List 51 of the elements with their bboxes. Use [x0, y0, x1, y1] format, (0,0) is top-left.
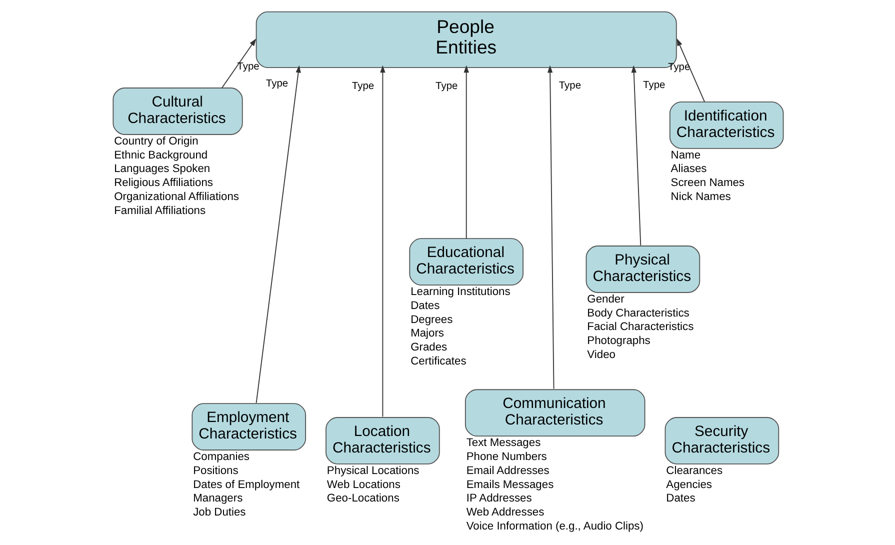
node-label: Dates — [666, 492, 695, 505]
node-label: Country of Origin — [114, 135, 198, 148]
node-label: Facial Characteristics — [586, 321, 694, 334]
arrow — [221, 38, 256, 88]
node-label: Clearances — [666, 464, 722, 477]
arrow — [463, 65, 468, 240]
node-label: Video — [586, 349, 615, 362]
node-label: Managers — [192, 492, 242, 505]
node-label: Degrees — [410, 314, 452, 326]
node-label: Nick Names — [670, 191, 730, 204]
node-label: Web Addresses — [466, 506, 544, 519]
node-label: Languages Spoken — [114, 163, 210, 176]
node-label: Email Addresses — [466, 464, 549, 477]
node-label: Organizational Affiliations — [114, 191, 239, 204]
node-label: Geo-Locations — [326, 492, 399, 505]
arrow — [255, 65, 300, 404]
arrow — [546, 65, 554, 390]
edge-label: Type — [265, 78, 288, 90]
node-label: Web Locations — [326, 478, 400, 491]
edge-label: Type — [435, 80, 458, 92]
edge-label: Type — [558, 80, 581, 92]
node-label: Photographs — [586, 335, 650, 348]
node-label: Dates — [410, 300, 440, 312]
edge-label: Type — [642, 80, 665, 92]
node-label: Religious Affiliations — [114, 177, 212, 190]
node-label: Companies — [192, 450, 249, 463]
node-label: Gender — [586, 293, 624, 306]
node-label: Voice Information (e.g., Audio Clips) — [466, 520, 643, 533]
node-label: Phone Numbers — [466, 450, 546, 463]
arrow — [630, 65, 641, 246]
node-label: Text Messages — [466, 436, 540, 449]
node-label: Name — [670, 149, 700, 162]
node-label: Dates of Employment — [192, 478, 300, 491]
node-label: Ethnic Background — [114, 149, 208, 162]
node-label: Agencies — [666, 478, 712, 491]
node-label: Grades — [410, 342, 447, 354]
node-label: IP Addresses — [466, 492, 532, 505]
arrow — [676, 38, 705, 102]
node-label: Job Duties — [192, 506, 246, 519]
node-label: Certificates — [410, 356, 466, 368]
arrow — [380, 65, 385, 418]
node-label: Learning Institutions — [410, 286, 510, 298]
node-label: Body Characteristics — [586, 307, 689, 320]
node-label: Familial Affiliations — [114, 205, 206, 218]
node-label: Majors — [410, 328, 444, 340]
node-label: Physical Locations — [326, 464, 419, 477]
node-label: Positions — [192, 464, 238, 477]
node-label: Emails Messages — [466, 478, 554, 491]
node-label: Aliases — [670, 163, 706, 176]
edge-label: Type — [351, 80, 374, 92]
node-label: Screen Names — [670, 177, 744, 190]
